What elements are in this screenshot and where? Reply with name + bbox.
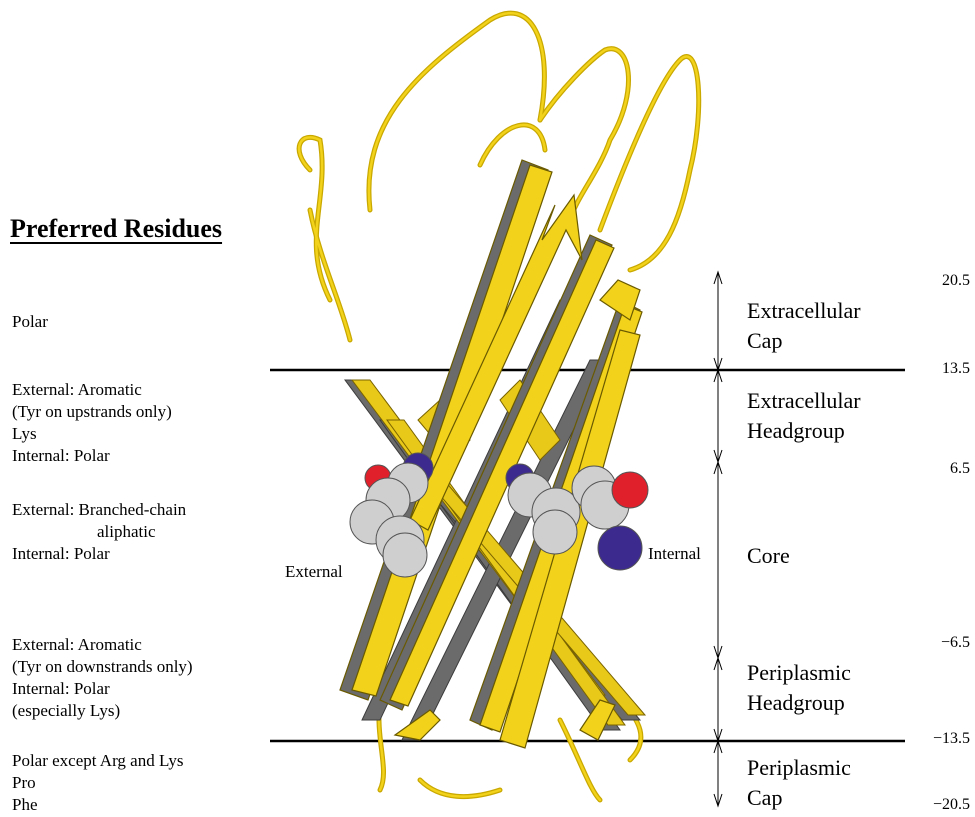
residue-line: Polar except Arg and Lys [12,750,184,772]
region-label: Cap [747,783,851,813]
residue-line: Pro [12,772,184,794]
residue-line: Internal: Polar [12,678,193,700]
region-label: Headgroup [747,416,861,446]
residue-line: Internal: Polar [12,445,172,467]
residue-line: aliphatic [12,521,186,543]
residue-line: (especially Lys) [12,700,193,722]
region-label: Extracellular [747,296,861,326]
residue-list-core: External: Branched-chain aliphatic Inter… [12,499,186,565]
region-extracellular-cap: Extracellular Cap [747,296,861,356]
residue-line: External: Branched-chain [12,499,186,521]
region-label: Core [747,541,790,571]
residue-list-periplasmic-headgroup: External: Aromatic (Tyr on downstrands o… [12,634,193,722]
region-periplasmic-headgroup: Periplasmic Headgroup [747,658,851,718]
region-label: Periplasmic [747,753,851,783]
region-label: Headgroup [747,688,851,718]
tick-label: 6.5 [900,460,970,478]
residue-line: External: Aromatic [12,634,193,656]
region-label: Extracellular [747,386,861,416]
residue-line: Phe [12,794,184,816]
preferred-residues-heading: Preferred Residues [10,214,222,244]
region-extracellular-headgroup: Extracellular Headgroup [747,386,861,446]
residue-list-periplasmic-cap: Polar except Arg and Lys Pro Phe [12,750,184,816]
residue-list-extracellular-headgroup: External: Aromatic (Tyr on upstrands onl… [12,379,172,467]
tick-label: −13.5 [900,730,970,748]
residue-line: (Tyr on downstrands only) [12,656,193,678]
residue-list-extracellular-cap: Polar [12,311,48,333]
tick-label: 13.5 [900,360,970,378]
residue-line: Internal: Polar [12,543,186,565]
residue-line: Polar [12,311,48,333]
residue-line: Lys [12,423,172,445]
region-arrows [714,272,722,806]
tick-label: 20.5 [900,272,970,290]
residue-line: External: Aromatic [12,379,172,401]
internal-label: Internal [648,544,701,564]
region-periplasmic-cap: Periplasmic Cap [747,753,851,813]
region-core: Core [747,541,790,571]
residue-line: (Tyr on upstrands only) [12,401,172,423]
region-label: Periplasmic [747,658,851,688]
tick-label: −20.5 [900,796,970,814]
external-label: External [285,562,343,582]
tick-label: −6.5 [900,634,970,652]
region-label: Cap [747,326,861,356]
